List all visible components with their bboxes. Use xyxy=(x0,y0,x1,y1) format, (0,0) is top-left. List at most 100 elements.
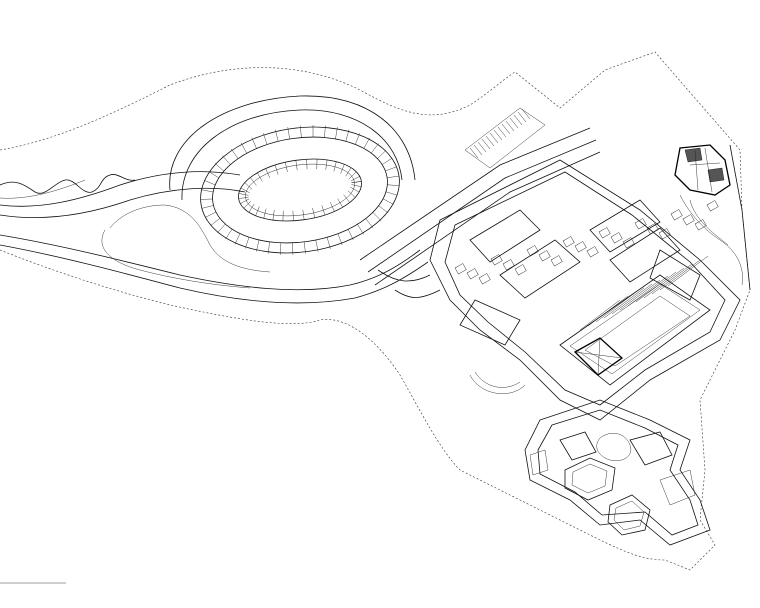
room-partition xyxy=(682,214,695,226)
parking-stall-line xyxy=(214,163,225,172)
parking-stall-line xyxy=(357,224,364,235)
parking-stall-line xyxy=(493,129,503,141)
parking-stall-line xyxy=(347,229,354,241)
parking-stall-line xyxy=(349,171,357,179)
courtyard-paving-line xyxy=(619,279,661,311)
parking-stall-line xyxy=(330,202,335,212)
parking-stall-line xyxy=(337,198,343,208)
parking-stall-line xyxy=(385,166,397,172)
parking-stall-line xyxy=(469,147,479,159)
room-partition xyxy=(466,268,479,280)
parking-stall-line xyxy=(387,184,400,186)
courtyard-paving-line xyxy=(579,299,621,331)
parking-stall-line xyxy=(517,111,527,123)
parking-stall-line xyxy=(481,138,491,150)
courtyard-paving-line xyxy=(635,271,677,303)
site-boundary-south xyxy=(0,249,666,561)
room-partition xyxy=(610,232,623,244)
parking-stall-line xyxy=(240,187,250,193)
parking-stall-line xyxy=(231,148,239,159)
room-partition xyxy=(562,236,575,248)
parking-stall-line xyxy=(489,132,499,144)
parking-stall-line xyxy=(275,129,279,142)
parking-stall-line xyxy=(343,194,350,203)
parking-stall-line xyxy=(263,133,268,145)
villa-block xyxy=(674,144,751,291)
parking-stall-line xyxy=(351,184,362,187)
parking-stall-line xyxy=(513,114,523,126)
winding-path xyxy=(0,174,136,194)
parking-stall-line xyxy=(365,218,374,229)
parking-stall-line xyxy=(340,164,345,174)
parking-stall-line xyxy=(204,180,216,186)
parking-stall-line xyxy=(251,137,257,149)
parking-stall-line xyxy=(377,150,387,159)
parking-stall-line xyxy=(321,205,326,216)
parking-stall-line xyxy=(208,171,219,179)
parking-stall-line xyxy=(225,228,233,240)
parking-stall-line xyxy=(521,108,531,120)
parking-stall-line xyxy=(325,159,328,170)
parking-stall-line xyxy=(263,208,267,219)
parking-stall-line xyxy=(363,137,370,149)
parking-stall-line xyxy=(333,161,337,172)
parking-stall-line xyxy=(337,233,343,245)
parking-stall-line xyxy=(265,168,270,178)
parking-stall-line xyxy=(244,237,250,249)
parking-stall-line xyxy=(295,160,298,171)
parking-stall-line xyxy=(372,212,382,222)
parking-stall-line xyxy=(287,127,290,140)
parking-stall-line xyxy=(350,176,360,182)
parking-stall-line xyxy=(378,205,389,214)
parking-stalls-inner xyxy=(238,159,362,221)
parking-stall-line xyxy=(497,126,507,138)
main-building-complex xyxy=(429,159,741,421)
parking-stall-line xyxy=(355,133,360,145)
parking-stall-line xyxy=(256,239,260,252)
room-partition xyxy=(658,228,671,240)
curved-retaining-wall xyxy=(377,269,441,298)
room-partition xyxy=(478,273,491,285)
parking-stall-line xyxy=(302,209,305,220)
room-partition xyxy=(634,218,647,230)
room-partition xyxy=(622,237,635,249)
room-partition xyxy=(586,246,599,258)
parking-stall-line xyxy=(292,210,294,221)
room-partition xyxy=(574,241,587,253)
south-terrace-cluster xyxy=(524,399,711,546)
courtyard-paving-line xyxy=(659,259,701,291)
parking-stall-line xyxy=(509,117,519,129)
courtyard-paving-line xyxy=(611,283,653,315)
parking-stall-line xyxy=(250,177,257,186)
parking-stall-line xyxy=(300,125,302,138)
parking-stall-line xyxy=(387,175,400,178)
parking-stall-line xyxy=(257,172,263,182)
parking-stall-line xyxy=(315,239,319,252)
parking-stall-line xyxy=(244,182,253,190)
parking-stall-line xyxy=(473,144,483,156)
parking-stall-line xyxy=(280,242,282,255)
courtyard-paving-line xyxy=(667,255,709,287)
courtyard-paving-line xyxy=(643,267,685,299)
building-room-partitions xyxy=(454,200,719,331)
courtyard-paving-line xyxy=(595,291,637,323)
parking-stall-line xyxy=(201,189,214,193)
parking-stall-line xyxy=(351,181,362,183)
room-partition xyxy=(502,259,515,271)
room-partition xyxy=(706,200,719,212)
parking-stall-line xyxy=(217,223,226,234)
parking-stall-line xyxy=(477,141,487,153)
parking-stall-line xyxy=(210,218,221,226)
parking-stall-line xyxy=(306,159,308,170)
parking-stall-line xyxy=(385,191,398,196)
oval-parking-loop xyxy=(169,95,416,254)
parking-stall-line xyxy=(238,193,249,196)
courtyard-paving-line xyxy=(651,263,693,295)
main-axis-road xyxy=(359,107,601,286)
room-partition xyxy=(538,250,551,262)
parking-stall-line xyxy=(382,157,393,165)
parking-stall-line xyxy=(324,125,326,138)
parking-stall-line xyxy=(312,207,315,218)
parking-stall-line xyxy=(285,162,288,173)
